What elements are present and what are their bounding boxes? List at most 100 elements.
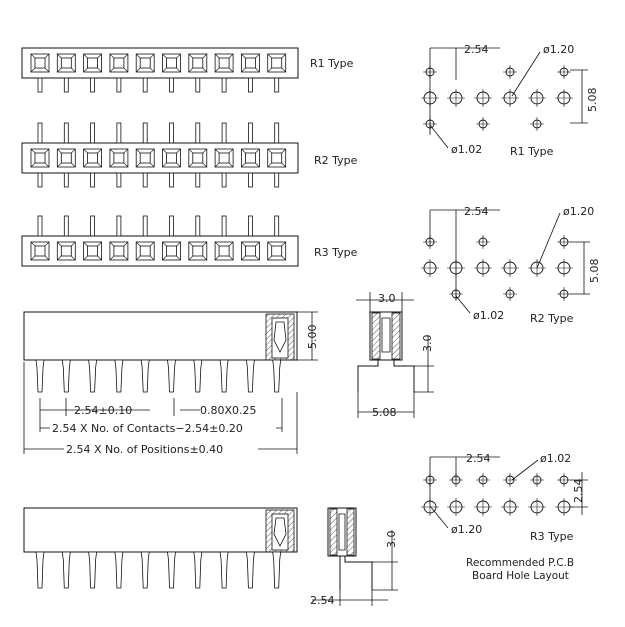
pcb-r1-big-hole: ø1.20 [543,43,574,56]
pcb-r2-hole-bottom-crosshair [503,287,517,301]
pcb-r3-hole-top-crosshair [476,473,490,487]
r1-contact-inner [34,57,46,69]
r2-pin-bottom [37,172,43,188]
side2-pin [272,551,282,589]
pcb-r3-hole-top-crosshair [530,473,544,487]
r2-pin-bottom [142,172,148,188]
pcb-r1-dims: 2.54 ø1.20 ø1.02 5.08 R1 Type [429,43,599,158]
r2-pin-bottom [247,172,253,188]
r3-pin-top [195,215,201,237]
r3-contact-corners [83,241,102,261]
r2-pin-bottom [221,172,227,188]
side2-pin [114,551,124,589]
pcb-r3-row: 2.54 [572,479,585,504]
r2-contact-corners [135,148,155,168]
r2-contact-corners [83,148,102,168]
r2-pin-top [247,122,253,144]
pcb-r1-row: 5.08 [586,88,599,113]
r1-pin-bottom [169,77,174,93]
side-view-2-pins [35,551,282,589]
r1-pin-bottom [247,77,253,93]
r1-contact-inner [113,57,125,69]
side-view-1: 5.00 2.54±0.10 0.80X0.25 2.54 X No. of C… [23,311,319,456]
r2-contact-inner [34,152,46,164]
r1-pin-bottom [37,77,43,93]
r3-contact-inner [60,245,72,257]
r3-contact-corners [57,241,76,261]
r2-pin-bottom [195,172,201,188]
side2-pin [35,551,45,589]
r2-contact-corners [109,148,129,168]
r2-contact-inner [139,152,151,164]
side1-positions: 2.54 X No. of Positions±0.40 [66,443,223,456]
pcb-r2-big-hole: ø1.20 [563,205,594,218]
r3-contact-corners [135,241,155,261]
side2-pin [245,551,255,589]
side1-height: 5.00 [306,325,319,350]
r1-contact-inner [60,57,72,69]
pcb-r1-hole-bottom-crosshair [476,117,490,131]
r3-contact-inner [113,245,125,257]
r1-contact-corners [83,53,102,73]
r2-pin-bottom [116,172,122,188]
r2-contact-inner [87,152,98,164]
r3-pin-top [63,215,69,237]
pcb-r1-hole-bottom-crosshair [530,117,544,131]
r1-contact-inner [218,57,230,69]
r3-type-label: R3 Type [314,246,358,259]
pcb-r1-hole-mid-crosshair [528,89,546,107]
pcb-r1-hole-mid-crosshair [474,89,492,107]
pcb-r3-hole-top-crosshair [503,473,517,487]
r1-contact-corners [109,53,129,73]
end2-tail: 3.0 [385,531,398,549]
r2-contact-corners [267,148,286,168]
end2-span: 2.54 [310,594,335,607]
r2-contact-corners [214,148,234,168]
r3-pin-top [169,215,174,237]
side2-pin [167,551,176,589]
pcb-r2-hole-top-crosshair [557,235,571,249]
r2-contact-inner [113,152,125,164]
r3-pin-top [116,215,122,237]
side1-pin [114,359,124,393]
side1-pin [88,359,98,393]
side2-pin [88,551,98,589]
r1-contact-corners [57,53,76,73]
r2-pin-top [169,122,174,144]
r1-pin-bottom [142,77,148,93]
r1-pin-bottom [90,77,95,93]
r3-pin-top [221,215,227,237]
r3-pin-top [90,215,95,237]
r2-contact-corners [30,148,50,168]
pcb-r3-hole-bottom-crosshair [501,498,519,516]
pcb-r1-type: R1 Type [510,145,554,158]
r1-pin-bottom [195,77,201,93]
side1-pin [245,359,255,393]
r3-pin-top [247,215,253,237]
r2-pin-bottom [90,172,95,188]
r2-contact-inner [192,152,204,164]
r1-contact-inner [139,57,151,69]
r2-pin-top [142,122,148,144]
r1-contact-corners [30,53,50,73]
r3-contact-corners [162,241,181,261]
side1-pitch: 2.54±0.10 [74,404,132,417]
pcb-r2-pitch: 2.54 [464,205,489,218]
r3-contact-inner [87,245,98,257]
r3-contact-inner [192,245,204,257]
end-view-2: 2.54 3.0 [310,507,398,607]
r1-pin-bottom [274,77,280,93]
side-view-2 [23,507,298,589]
r3-contact-inner [139,245,151,257]
pcb-r3-hole-bottom-crosshair [528,498,546,516]
pcb-r2-hole-top-crosshair [476,235,490,249]
side2-pin [61,551,71,589]
r2-pin-bottom [63,172,69,188]
r3-contact-inner [34,245,46,257]
r3-pin-top [142,215,148,237]
r1-contact-corners [241,53,260,73]
pcb-r2-type: R2 Type [530,312,574,325]
side2-pin [193,551,203,589]
r2-pin-bottom [274,172,280,188]
